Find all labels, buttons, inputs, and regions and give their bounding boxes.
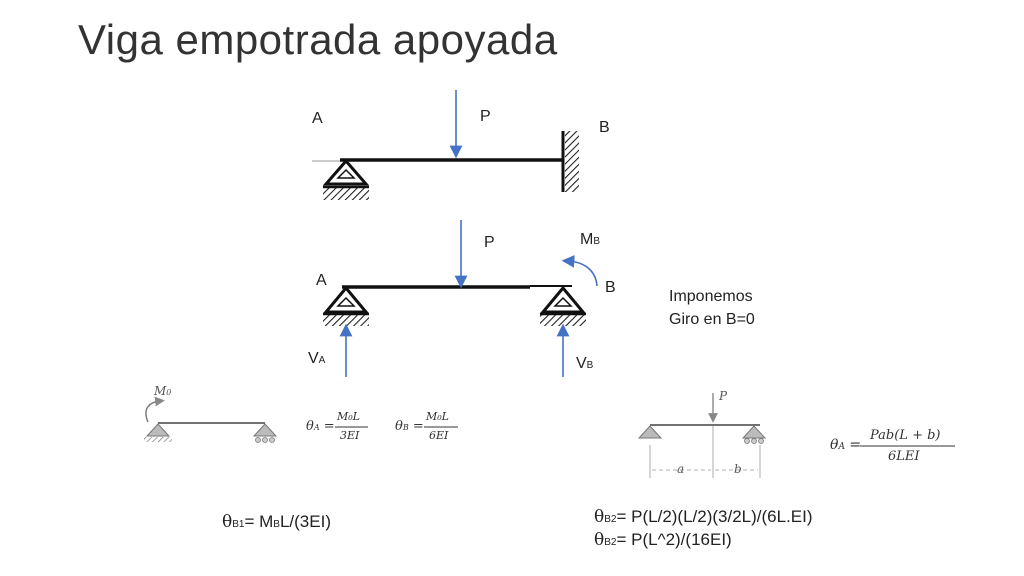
label-a-1: A [312, 110, 323, 127]
ref-theta-den: 6LEI [888, 449, 920, 464]
ref-theta-a-lhs: θA = [306, 419, 335, 434]
equation-theta-b2-a: θB2= P(L/2)(L/2)(3/2L)/(6L.EI) [594, 507, 813, 527]
label-b-1: B [599, 119, 610, 136]
beam-diagram-1 [312, 90, 579, 200]
ref-theta-num: Pab(L + b) [870, 428, 941, 443]
note-text: Imponemos Giro en B=0 [669, 285, 755, 331]
label-vb: VB [576, 355, 594, 372]
pin-support-a2 [322, 285, 370, 326]
ref-theta-b-lhs: θB = [395, 419, 424, 434]
moment-arrow-mb [561, 254, 598, 287]
note-line-1: Imponemos [669, 288, 753, 305]
page-title: Viga empotrada apoyada [78, 16, 558, 63]
label-p-2: P [484, 234, 495, 251]
reference-figure-point-load [637, 393, 767, 478]
ref-theta-a-den: 3EI [340, 429, 360, 442]
pin-support-b2 [539, 285, 587, 326]
equation-theta-b1: θB1= MBL/(3EI) [222, 512, 331, 532]
ref-theta-a-num: M₀L [337, 410, 360, 423]
ref-theta-b-den: 6EI [429, 429, 449, 442]
label-mb: MB [580, 231, 600, 248]
ref-theta-lhs: θA = [830, 437, 862, 453]
ref-moment-label: M0 [154, 384, 172, 398]
ref-dim-a: a [677, 462, 685, 476]
note-line-2: Giro en B=0 [669, 311, 755, 328]
label-p-1: P [480, 108, 491, 125]
ref-load-label: P [719, 389, 728, 403]
fixed-wall-b [561, 131, 579, 192]
pin-support-a1 [322, 158, 370, 200]
beam-diagram-2 [322, 220, 598, 377]
ref-theta-b-num: M₀L [426, 410, 449, 423]
equation-theta-b2-b: θB2= P(L^2)/(16EI) [594, 530, 732, 550]
reference-figure-moment [144, 396, 278, 443]
label-b-2: B [605, 279, 616, 296]
ref-dim-b: b [734, 462, 742, 476]
label-a-2: A [316, 272, 327, 289]
label-va: VA [308, 350, 326, 367]
